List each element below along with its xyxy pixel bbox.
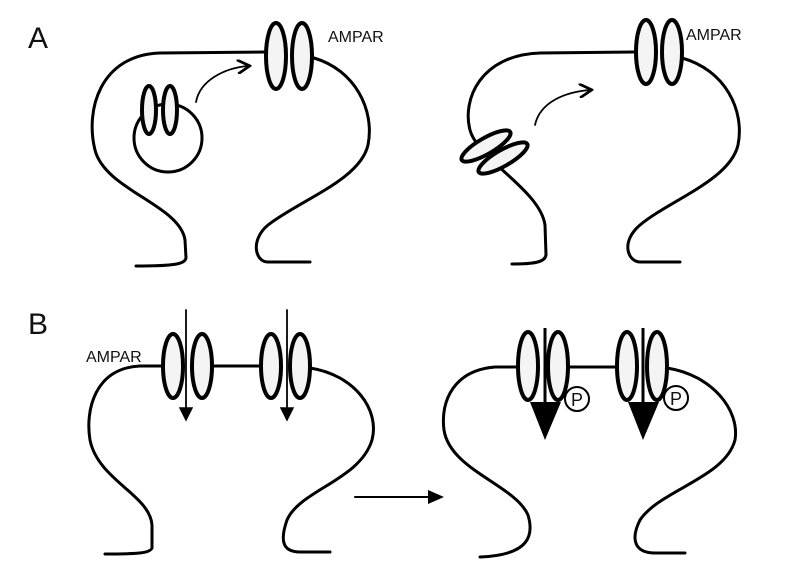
phosphate-label: P (571, 390, 583, 410)
ampar-receptor (645, 330, 669, 402)
phosphate-circle (564, 386, 590, 412)
ampar-receptor (615, 330, 639, 402)
vesicle-receptor (161, 84, 179, 136)
enhanced-current-arrow (628, 402, 659, 440)
panel-b-label: B (28, 308, 48, 341)
spine-a-right (459, 18, 741, 266)
ampar-receptor (190, 332, 214, 400)
ampar-receptor (288, 332, 312, 400)
ampar-receptor (161, 332, 185, 400)
transition-arrowhead (428, 490, 444, 504)
ampar-receptor (516, 330, 540, 402)
ampar-receptor (264, 21, 288, 91)
ampar-receptor (634, 18, 658, 86)
ampar-receptor (259, 332, 283, 400)
phosphate-label: P (670, 389, 682, 409)
lateral-diffusion-arrow (534, 90, 590, 126)
spine-b-right: P P (441, 328, 738, 559)
panel-a-label: A (28, 22, 48, 55)
vesicle-receptor (140, 84, 158, 136)
ampar-receptor (290, 21, 314, 91)
ampar-label-b: AMPAR (86, 349, 142, 366)
phosphate-circle (663, 385, 689, 411)
ampar-receptor (546, 330, 570, 402)
spine-b-left (87, 309, 375, 556)
spine-a-left (90, 21, 371, 268)
insertion-arrow (195, 66, 248, 103)
ampar-receptor (660, 18, 684, 86)
enhanced-current-arrow (530, 402, 561, 440)
ampar-label-a-right: AMPAR (686, 27, 742, 44)
lateral-receptor (459, 128, 513, 164)
lateral-receptor (476, 140, 530, 176)
ampar-label-a-left: AMPAR (328, 29, 384, 46)
